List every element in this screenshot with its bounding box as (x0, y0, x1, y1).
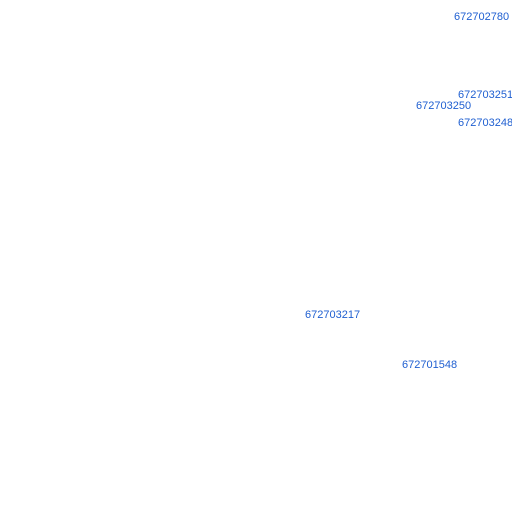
parcel-label[interactable]: 672703251 (458, 89, 512, 101)
parcel-label[interactable]: 672703217 (305, 309, 361, 321)
parcel-label[interactable]: 672703250 (416, 100, 472, 112)
parcel-label[interactable]: 672703248 (458, 117, 512, 129)
parcel-label[interactable]: 672701548 (402, 359, 458, 371)
parcel-label[interactable]: 672702780 (454, 11, 510, 23)
